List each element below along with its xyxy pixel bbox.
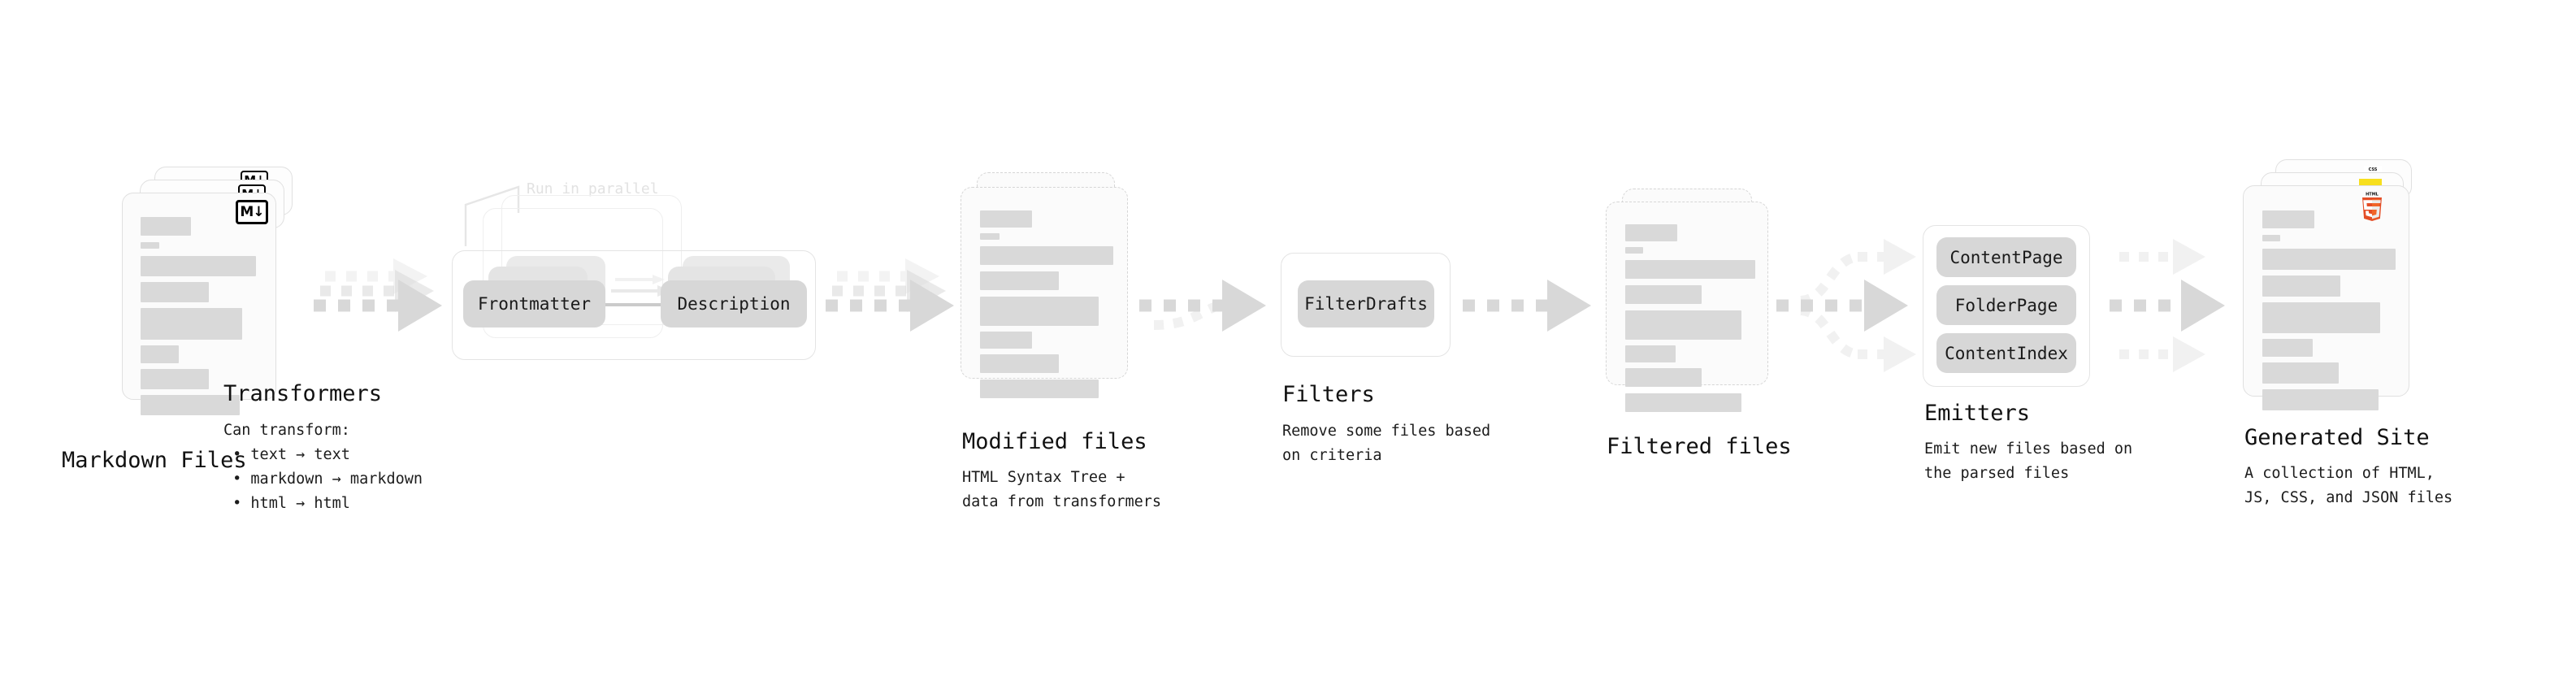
connector-modified-to-filters xyxy=(1139,280,1266,332)
placeholder-line xyxy=(141,345,179,363)
description-filters: Remove some files based on criteria xyxy=(1282,423,1491,464)
transformer-chip-frontmatter[interactable]: Frontmatter xyxy=(463,280,605,327)
label-run-in-parallel: Run in parallel xyxy=(527,180,659,197)
placeholder-line xyxy=(141,395,240,415)
caption-markdown-files: Markdown Files xyxy=(62,448,247,473)
placeholder-line xyxy=(1625,224,1677,241)
connector-filters-to-filtered xyxy=(1463,280,1591,332)
caption-transformers: Transformers xyxy=(223,381,383,406)
placeholder-line xyxy=(980,297,1099,326)
placeholder-line xyxy=(2262,362,2339,384)
description-emitters: Emit new files based on the parsed files xyxy=(1924,440,2133,482)
placeholder-line xyxy=(1625,368,1702,387)
description-generated-site: A collection of HTML, JS, CSS, and JSON … xyxy=(2244,465,2453,506)
caption-filtered-files: Filtered files xyxy=(1607,434,1792,459)
connector-emitters-to-site xyxy=(2110,239,2225,372)
html5-icon: HTML xyxy=(2362,193,2382,221)
placeholder-line xyxy=(1625,345,1676,362)
placeholder-line xyxy=(2262,275,2340,297)
placeholder-line xyxy=(141,369,209,389)
placeholder-line xyxy=(980,210,1032,228)
placeholder-line xyxy=(141,256,256,276)
placeholder-line xyxy=(1625,285,1702,304)
svg-text:HTML: HTML xyxy=(2366,193,2379,197)
caption-filters: Filters xyxy=(1282,382,1375,407)
connector-filtered-to-emitters xyxy=(1776,239,1916,372)
placeholder-line xyxy=(141,308,242,340)
transformers-group-front xyxy=(452,250,816,360)
markdown-badge-front: M↓ xyxy=(236,200,268,224)
placeholder-line xyxy=(2262,302,2380,333)
placeholder-line xyxy=(980,246,1113,265)
placeholder-line xyxy=(141,217,191,236)
placeholder-line xyxy=(980,380,1099,398)
placeholder-line xyxy=(980,271,1059,290)
placeholder-line xyxy=(2262,210,2314,228)
placeholder-line xyxy=(2262,249,2396,270)
placeholder-line xyxy=(141,282,209,302)
description-modified-files: HTML Syntax Tree + data from transformer… xyxy=(962,469,1162,510)
placeholder-line xyxy=(980,332,1032,349)
connector-md-to-transformers xyxy=(314,258,442,332)
transformers-group-mid xyxy=(483,208,663,338)
emitter-chip-contentindex[interactable]: ContentIndex xyxy=(1936,333,2076,373)
placeholder-line xyxy=(2262,389,2379,410)
emitter-chip-folderpage[interactable]: FolderPage xyxy=(1936,285,2076,325)
transformer-chip-description[interactable]: Description xyxy=(661,280,807,327)
description-transformers: Can transform: • text → text • markdown … xyxy=(223,422,423,512)
css-badge-label: CSS xyxy=(2368,167,2378,172)
filter-chip-filterdrafts[interactable]: FilterDrafts xyxy=(1298,280,1434,327)
placeholder-line xyxy=(1625,310,1741,340)
placeholder-line xyxy=(1625,247,1643,254)
caption-modified-files: Modified files xyxy=(962,429,1147,454)
placeholder-line xyxy=(1625,393,1741,412)
html5-badge: HTML xyxy=(2360,192,2384,221)
filters-group xyxy=(1281,253,1451,357)
placeholder-line xyxy=(980,354,1059,373)
emitter-chip-contentpage[interactable]: ContentPage xyxy=(1936,237,2076,277)
placeholder-line xyxy=(1625,260,1755,279)
caption-emitters: Emitters xyxy=(1924,401,2031,426)
placeholder-line xyxy=(141,242,159,249)
placeholder-line xyxy=(2262,339,2313,357)
connector-transformers-to-modified xyxy=(826,258,954,332)
caption-generated-site: Generated Site xyxy=(2244,425,2430,450)
placeholder-line xyxy=(2262,235,2280,241)
emitters-group xyxy=(1923,225,2090,387)
placeholder-line xyxy=(980,233,1000,240)
